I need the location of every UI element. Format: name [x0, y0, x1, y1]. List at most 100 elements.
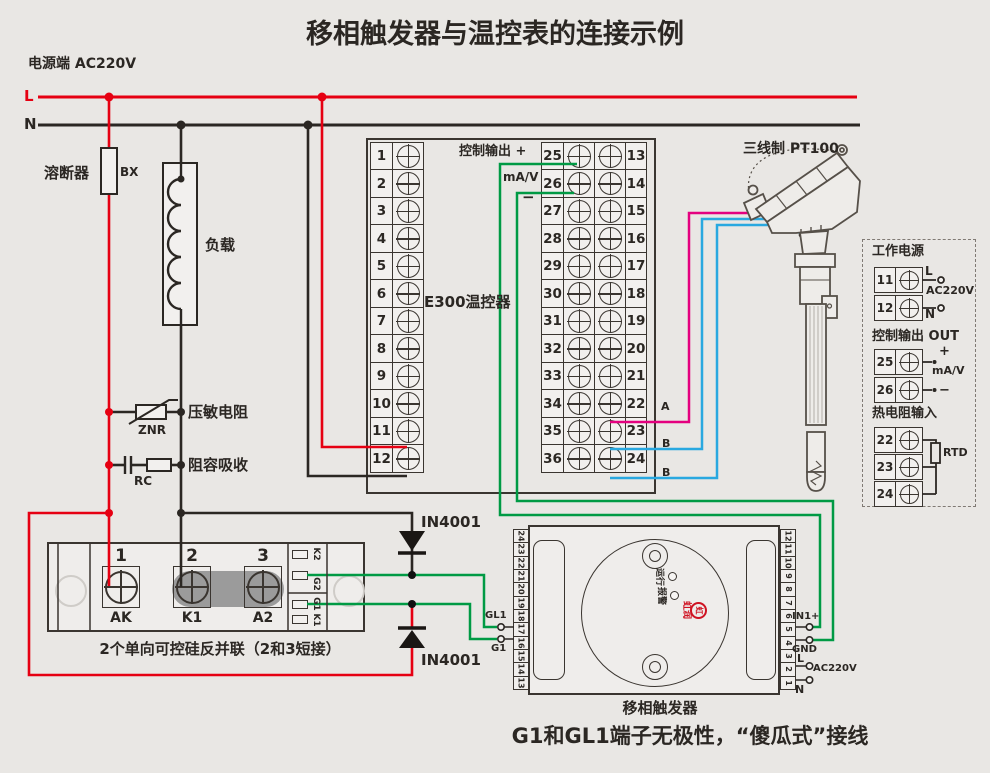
- terminal-number: 28: [543, 230, 562, 247]
- terminal-screw-box: [594, 197, 625, 225]
- strip-cell: 7: [780, 595, 796, 610]
- terminal-number: 9: [376, 368, 387, 384]
- trigger-ac-label: AC220V: [813, 663, 857, 674]
- inset-unit-label: mA/V: [932, 364, 965, 377]
- terminal-screw-box: [392, 390, 423, 417]
- e300-terminal-row: 4: [370, 224, 424, 253]
- scr-terminal: 2 K1: [173, 546, 211, 628]
- e300-terminal-row: 36 24: [541, 444, 647, 473]
- scr-left-cap-circle: [55, 575, 87, 607]
- terminal-screw-box: [594, 225, 625, 252]
- terminal-screw-box: [896, 481, 923, 507]
- e300-terminal-row: 2: [370, 169, 424, 198]
- varistor-label: 压敏电阻: [188, 403, 249, 421]
- inset-row-25: 25: [874, 349, 923, 375]
- terminal-number: 23: [874, 454, 896, 480]
- screw-icon: [396, 171, 420, 196]
- terminal-number: 20: [625, 335, 646, 362]
- in1-label: IN1+: [792, 611, 820, 622]
- terminal-number: 21: [625, 362, 646, 390]
- control-output-minus-label: −: [522, 188, 535, 206]
- screw-icon: [899, 430, 919, 450]
- screw-icon: [396, 446, 420, 471]
- trigger-left-plate: [533, 540, 565, 680]
- rtd-wire-b1-label: B: [662, 437, 671, 450]
- screw-icon: [598, 144, 622, 168]
- terminal-screw-box: [594, 362, 625, 390]
- terminal-number: 26: [543, 175, 562, 192]
- gl1-label: GL1: [485, 610, 507, 621]
- screw-icon: [899, 352, 919, 372]
- scr-terminal: 1 AK: [102, 546, 140, 628]
- terminal-number: 3: [376, 203, 387, 219]
- e300-terminal-row: 8: [370, 334, 424, 363]
- varistor-model-label: ZNR: [138, 423, 166, 437]
- terminal-screw-box: [563, 197, 594, 225]
- terminal-screw-box: [594, 390, 625, 417]
- e300-terminal-row: 32 20: [541, 334, 647, 363]
- e300-name-label: E300温控器: [424, 293, 511, 311]
- strip-cell: 2: [780, 662, 796, 677]
- terminal-screw-box: [563, 335, 594, 362]
- inset-l-label: L: [925, 264, 933, 278]
- screw-icon: [899, 298, 919, 318]
- screw-icon: [899, 457, 919, 477]
- e300-terminal-row: 9: [370, 361, 424, 391]
- screw-icon: [567, 419, 591, 443]
- terminal-screw-box: [563, 225, 594, 252]
- screw-icon: [175, 570, 209, 604]
- screw-icon: [567, 199, 591, 223]
- power-source-label: 电源端 AC220V: [28, 56, 137, 72]
- screw-icon: [598, 281, 622, 306]
- terminal-number: 22: [625, 390, 646, 417]
- screw-icon: [396, 336, 420, 361]
- strip-cell: 5: [780, 622, 796, 637]
- terminal-number: 32: [543, 340, 562, 357]
- screw-icon: [567, 336, 591, 361]
- scr-gate-terminal: [292, 600, 308, 609]
- screw-icon: [396, 419, 420, 443]
- screw-icon: [396, 391, 420, 416]
- inset-plus-label: +: [939, 344, 950, 359]
- strip-cell: 8: [780, 582, 796, 597]
- screw-icon: [567, 446, 591, 471]
- scr-terminal-name: A2: [252, 610, 274, 626]
- e300-left-terminal-column: 1 2 3 4 5 6 7 8 9 10: [370, 141, 424, 473]
- e300-right-terminal-column: 25 13 26 14 27 15 28 16 29 17 30: [541, 141, 647, 473]
- e300-terminal-row: 27 15: [541, 196, 647, 226]
- line-n-label: N: [24, 115, 37, 133]
- e300-terminal-row: 31 19: [541, 306, 647, 336]
- terminal-screw-box: [594, 307, 625, 335]
- screw-icon: [567, 144, 591, 168]
- terminal-number: 30: [543, 285, 562, 302]
- screw-icon: [396, 254, 420, 278]
- terminal-number: 36: [543, 450, 562, 467]
- terminal-screw-box: [392, 335, 423, 362]
- terminal-screw-box: [392, 225, 423, 252]
- trigger-l-label: L: [797, 652, 805, 665]
- screw-icon: [598, 336, 622, 361]
- diode-top-symbol: [398, 531, 426, 555]
- screw-icon: [598, 391, 622, 416]
- strip-cell: 14: [513, 662, 529, 677]
- scr-terminal-screw-box: [244, 566, 282, 608]
- brand-logo-icon: 虹: [690, 602, 707, 619]
- e300-terminal-row: 3: [370, 196, 424, 226]
- inset-row-26: 26: [874, 377, 923, 403]
- e300-terminal-row: 28 16: [541, 224, 647, 253]
- screw-icon: [567, 281, 591, 306]
- terminal-screw-box: [563, 142, 594, 170]
- strip-cell: 17: [513, 622, 529, 637]
- e300-terminal-row: 25 13: [541, 141, 647, 171]
- inset-row-12: 12: [874, 295, 923, 321]
- strip-cell: 9: [780, 568, 796, 584]
- line-l-label: L: [24, 87, 34, 105]
- screw-icon: [598, 364, 622, 388]
- terminal-number: 18: [625, 280, 646, 307]
- rtd-wire-a-label: A: [661, 400, 670, 413]
- screw-icon: [567, 171, 591, 196]
- terminal-screw-box: [896, 295, 923, 321]
